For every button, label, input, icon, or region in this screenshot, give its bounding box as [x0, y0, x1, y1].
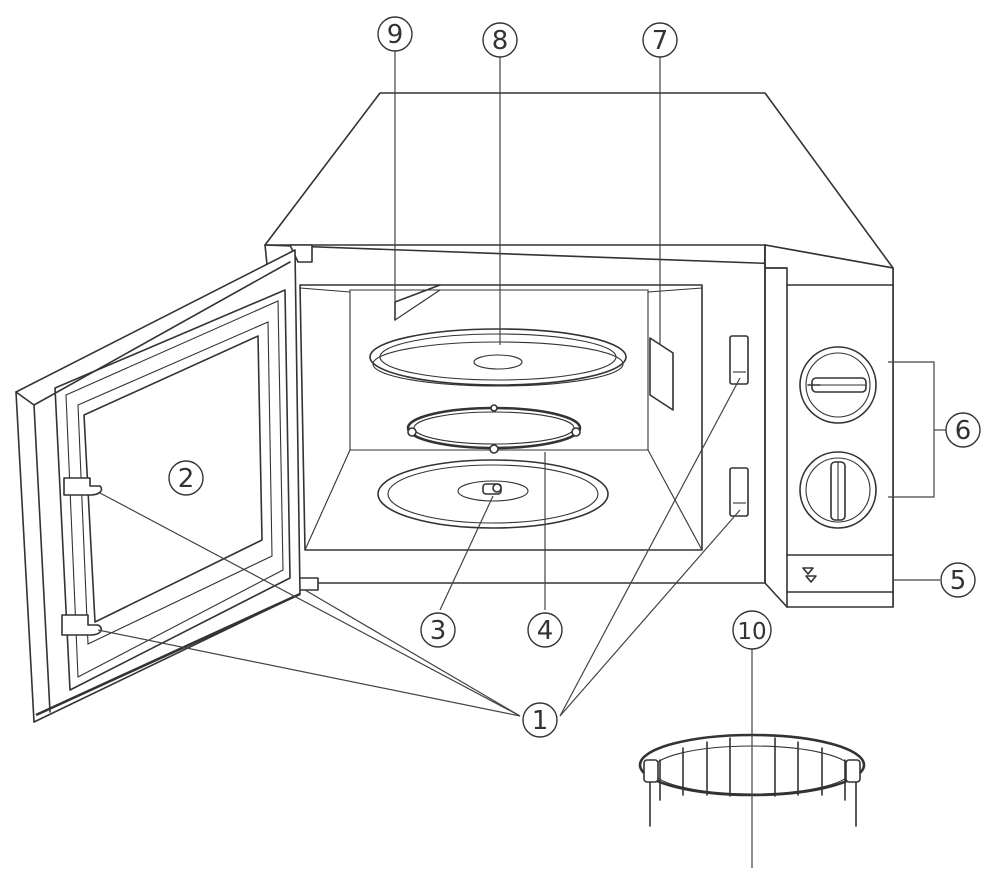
- callouts: 9 8 7 6 5 2 3 4: [168, 16, 981, 738]
- callout-3: 3: [420, 612, 456, 648]
- callout-1-label: 1: [532, 706, 549, 736]
- power-knob: [799, 451, 877, 529]
- oven-body: [264, 92, 894, 608]
- door-outer-frame: [15, 249, 301, 723]
- callout-5: 5: [940, 562, 976, 598]
- door-inner-frame: [54, 289, 291, 691]
- control-panel: [764, 244, 948, 608]
- callout-10: 10: [732, 610, 772, 650]
- latch-slot-lower: [729, 467, 749, 517]
- wave-guide: [649, 337, 674, 411]
- callout-6-label: 6: [955, 416, 972, 446]
- callout-7: 7: [642, 22, 678, 58]
- shaft: [482, 483, 502, 495]
- callout-8: 8: [482, 22, 518, 58]
- callout-6: 6: [945, 412, 981, 448]
- callout-10-label: 10: [737, 619, 766, 645]
- callout-2: 2: [168, 460, 204, 496]
- callout-4-label: 4: [537, 616, 554, 646]
- oven-door: [15, 249, 301, 723]
- callout-7-label: 7: [652, 26, 669, 56]
- callout-4: 4: [527, 612, 563, 648]
- roller-ring: [406, 404, 582, 454]
- control-panel-body: [764, 244, 894, 608]
- oven-top-panel: [264, 92, 894, 269]
- callout-9-label: 9: [387, 20, 404, 50]
- latch-slot-upper: [729, 335, 749, 385]
- callout-8-label: 8: [492, 26, 509, 56]
- callout-2-label: 2: [178, 464, 195, 494]
- turntable-parts: [369, 328, 627, 529]
- callout-1: 1: [522, 702, 558, 738]
- timer-knob: [799, 346, 877, 424]
- oven-window: [83, 335, 263, 623]
- callout-3-label: 3: [430, 616, 447, 646]
- door-hook-upper: [63, 477, 103, 496]
- glass-tray: [369, 328, 627, 387]
- callout-9: 9: [377, 16, 413, 52]
- oven-front-frame: [264, 244, 766, 584]
- callout-5-label: 5: [950, 566, 967, 596]
- door-release-icon: [802, 567, 817, 583]
- callout-6-bracket: [888, 361, 935, 498]
- leader-lines: [97, 50, 940, 868]
